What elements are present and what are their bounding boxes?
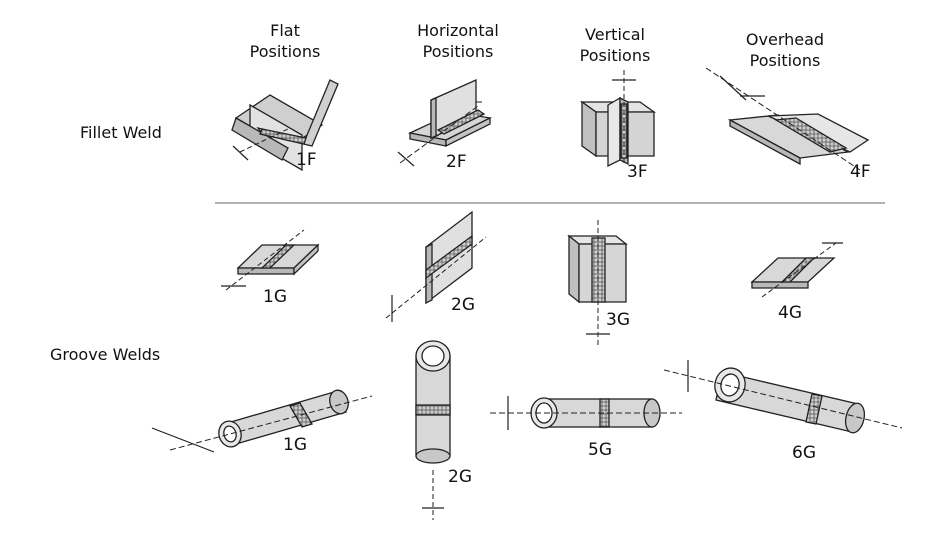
groove-pipe-1g-illustration xyxy=(151,389,373,453)
header-vertical-line1: Vertical xyxy=(585,25,645,44)
row-label-groove: Groove Welds xyxy=(50,345,160,364)
header-horizontal-line1: Horizontal xyxy=(417,21,499,40)
header-overhead-line2: Positions xyxy=(750,51,821,70)
header-vertical-line2: Positions xyxy=(580,46,651,65)
code-3f: 3F xyxy=(627,162,648,182)
groove-plate-3g-illustration xyxy=(567,220,628,345)
code-pipe-6g: 6G xyxy=(792,443,816,463)
groove-pipe-6g-illustration xyxy=(663,360,903,434)
fillet-2f-illustration xyxy=(397,78,493,167)
code-pipe-1g: 1G xyxy=(283,435,307,455)
groove-pipe-5g-illustration xyxy=(490,396,682,430)
header-flat: Flat Positions xyxy=(250,21,321,61)
code-plate-4g: 4G xyxy=(778,303,802,323)
header-vertical: Vertical Positions xyxy=(580,25,651,65)
header-overhead-line1: Overhead xyxy=(746,30,824,49)
code-pipe-5g: 5G xyxy=(588,440,612,460)
header-flat-line1: Flat xyxy=(270,21,300,40)
code-plate-1g: 1G xyxy=(263,287,287,307)
row-label-fillet: Fillet Weld xyxy=(80,123,162,142)
code-plate-3g: 3G xyxy=(606,310,630,330)
fillet-3f-illustration xyxy=(579,70,657,168)
code-4f: 4F xyxy=(850,162,871,182)
groove-plate-2g-illustration xyxy=(385,210,487,322)
groove-pipe-2g-illustration xyxy=(415,340,451,520)
groove-plate-1g-illustration xyxy=(221,229,320,291)
code-2f: 2F xyxy=(446,152,467,172)
code-1f: 1F xyxy=(296,150,317,170)
fillet-1f-illustration xyxy=(231,79,339,172)
header-horizontal-line2: Positions xyxy=(423,42,494,61)
header-flat-line2: Positions xyxy=(250,42,321,61)
code-plate-2g: 2G xyxy=(451,295,475,315)
header-horizontal: Horizontal Positions xyxy=(417,21,499,61)
groove-plate-4g-illustration xyxy=(750,242,843,298)
fillet-4f-illustration xyxy=(705,67,870,171)
header-overhead: Overhead Positions xyxy=(746,30,824,70)
code-pipe-2g: 2G xyxy=(448,467,472,487)
